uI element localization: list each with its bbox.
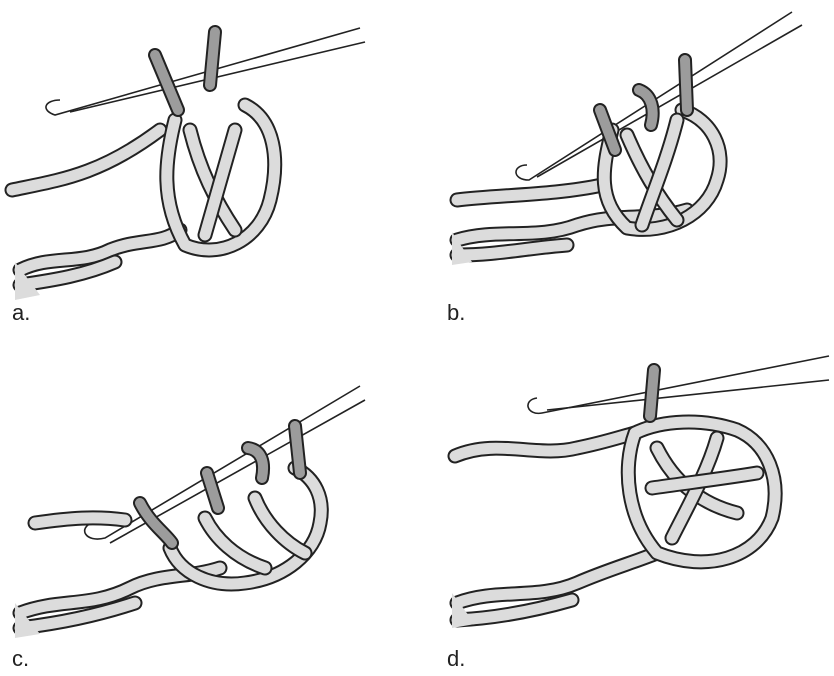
stitch-body — [628, 422, 775, 562]
crochet-step-b-drawing — [417, 0, 834, 338]
panel-label-b: b. — [447, 300, 465, 326]
stitch-body — [167, 105, 275, 250]
step-a-illustration: a. — [0, 0, 417, 338]
crochet-hook — [46, 28, 360, 115]
step-c-illustration: c. — [0, 338, 417, 676]
foundation-chain — [457, 553, 657, 620]
crochet-step-c-drawing — [0, 338, 417, 676]
step-b-illustration: b. — [417, 0, 834, 338]
panel-label-c: c. — [12, 646, 29, 672]
panel-label-d: d. — [447, 646, 465, 672]
crochet-step-a-drawing — [0, 0, 417, 338]
panel-label-a: a. — [12, 300, 30, 326]
crochet-step-d-drawing — [417, 338, 834, 676]
foundation-chain — [20, 230, 180, 285]
step-d-illustration: d. — [417, 338, 834, 676]
